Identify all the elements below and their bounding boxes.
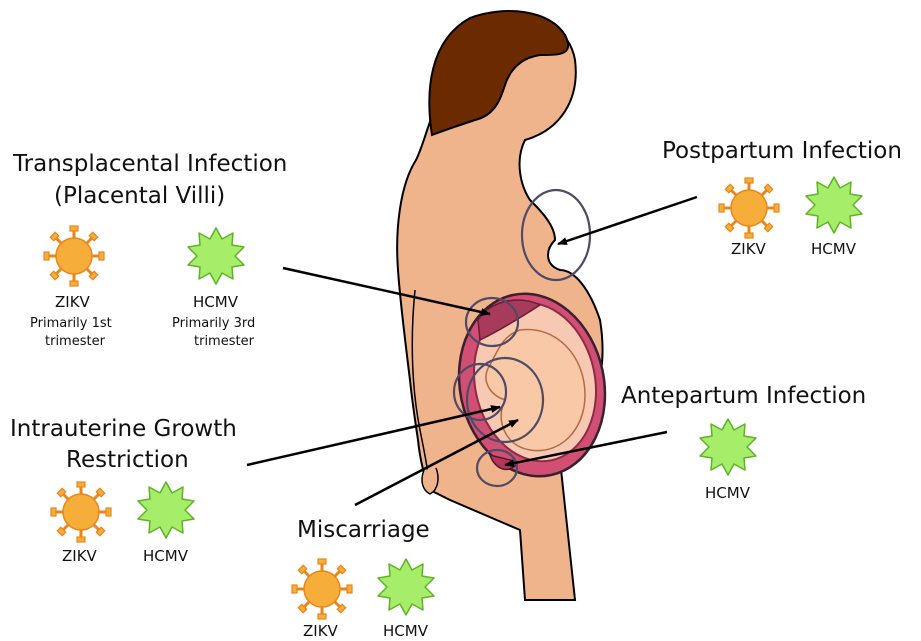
iugr-zikv-virus-icon xyxy=(51,482,111,542)
miscarriage-zikv-label: ZIKV xyxy=(303,622,338,640)
transplacental-hcmv-label: HCMV xyxy=(193,293,238,311)
iugr-hcmv-label: HCMV xyxy=(143,547,188,565)
transplacental-zikv-virus-icon xyxy=(44,226,104,286)
miscarriage-title: Miscarriage xyxy=(297,516,430,544)
iugr-hcmv-spiky-virus-icon xyxy=(138,482,194,538)
postpartum-hcmv-label: HCMV xyxy=(811,240,856,258)
postpartum-zikv-label: ZIKV xyxy=(731,240,766,258)
iugr-zikv-label: ZIKV xyxy=(62,547,97,565)
miscarriage-zikv-virus-icon xyxy=(292,559,352,619)
transplacental-hcmv-note-line2: trimester xyxy=(194,334,254,350)
transplacental-hcmv-note-line1: Primarily 3rd xyxy=(172,316,255,332)
arrow-postpartum xyxy=(558,197,697,244)
antepartum-hcmv-spiky-virus-icon xyxy=(700,419,756,475)
transplacental-zikv-note-line1: Primarily 1st xyxy=(30,316,112,332)
transplacental-title-line1: Transplacental Infection xyxy=(13,150,287,178)
transplacental-title-line2: (Placental Villi) xyxy=(54,182,225,210)
antepartum-title: Antepartum Infection xyxy=(621,382,866,410)
antepartum-hcmv-label: HCMV xyxy=(705,484,750,502)
postpartum-title: Postpartum Infection xyxy=(662,137,902,165)
iugr-title-line2: Restriction xyxy=(66,446,189,474)
postpartum-hcmv-spiky-virus-icon xyxy=(806,177,862,233)
transplacental-hcmv-spiky-virus-icon xyxy=(188,228,244,284)
miscarriage-hcmv-spiky-virus-icon xyxy=(378,559,434,615)
miscarriage-hcmv-label: HCMV xyxy=(383,622,428,640)
postpartum-zikv-virus-icon xyxy=(719,178,779,238)
iugr-title-line1: Intrauterine Growth xyxy=(10,415,237,443)
transplacental-zikv-label: ZIKV xyxy=(55,293,90,311)
transplacental-zikv-note-line2: trimester xyxy=(45,334,105,350)
